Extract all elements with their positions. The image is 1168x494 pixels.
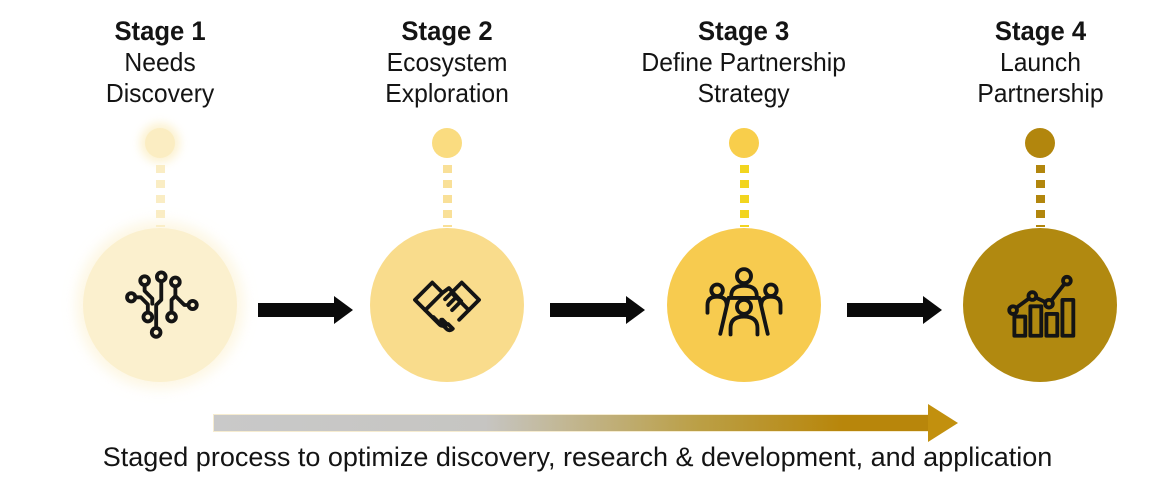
timeline-gradient-arrow — [213, 404, 958, 442]
stage-2-node-dot — [432, 128, 462, 158]
flow-arrow-1 — [258, 296, 353, 324]
stage-1-column: Stage 1 Needs Discovery — [40, 16, 280, 382]
arrow-head-icon — [923, 296, 942, 324]
stage-2-label: Stage 2 — [401, 16, 493, 46]
stage-3-dotted-connector — [739, 165, 749, 227]
stage-4-subtitle-line1: Launch — [999, 47, 1081, 77]
stage-2-subtitle-line2: Exploration — [385, 78, 509, 108]
stage-1-subtitle-line1: Needs — [124, 47, 196, 77]
stage-4-title: Stage 4 Launch Partnership — [977, 16, 1103, 116]
stage-3-subtitle-line2: Strategy — [697, 78, 790, 108]
stage-4-label: Stage 4 — [994, 16, 1086, 46]
circuit-icon — [125, 270, 199, 339]
stage-1-subtitle-line2: Discovery — [105, 78, 215, 108]
stage-1-label: Stage 1 — [114, 16, 206, 46]
stage-4-dotted-connector — [1035, 165, 1045, 227]
stage-3-subtitle-line1: Define Partnership — [641, 47, 847, 77]
stage-4-subtitle-line2: Partnership — [976, 78, 1104, 108]
growth-chart-icon — [1007, 274, 1076, 338]
flow-arrow-2 — [550, 296, 645, 324]
stage-3-label: Stage 3 — [698, 16, 790, 46]
stage-2-column: Stage 2 Ecosystem Exploration — [327, 16, 567, 382]
stage-3-circle — [667, 228, 821, 382]
arrow-shaft — [258, 303, 334, 317]
stage-4-column: Stage 4 Launch Partnership — [920, 16, 1160, 382]
stage-3-column: Stage 3 Define Partnership Strategy — [624, 16, 864, 382]
timeline-arrowhead-icon — [928, 404, 958, 442]
arrow-shaft — [550, 303, 626, 317]
meeting-icon — [705, 267, 783, 337]
stage-1-circle — [83, 228, 237, 382]
timeline-gradient-bar — [213, 414, 929, 432]
stage-2-dotted-connector — [442, 165, 452, 227]
flow-arrow-3 — [847, 296, 942, 324]
process-caption: Staged process to optimize discovery, re… — [102, 442, 1053, 472]
stage-2-circle — [370, 228, 524, 382]
stage-1-node-dot — [145, 128, 175, 158]
stage-4-node-dot — [1025, 128, 1055, 158]
stage-3-node-dot — [729, 128, 759, 158]
stage-3-title: Stage 3 Define Partnership Strategy — [642, 16, 847, 116]
stage-1-dotted-connector — [155, 165, 165, 227]
arrow-head-icon — [334, 296, 353, 324]
stage-4-circle — [963, 228, 1117, 382]
arrow-shaft — [847, 303, 923, 317]
stage-2-title: Stage 2 Ecosystem Exploration — [385, 16, 509, 116]
stage-1-title: Stage 1 Needs Discovery — [106, 16, 214, 116]
arrow-head-icon — [626, 296, 645, 324]
stage-2-subtitle-line1: Ecosystem — [386, 47, 508, 77]
handshake-icon — [413, 280, 481, 333]
